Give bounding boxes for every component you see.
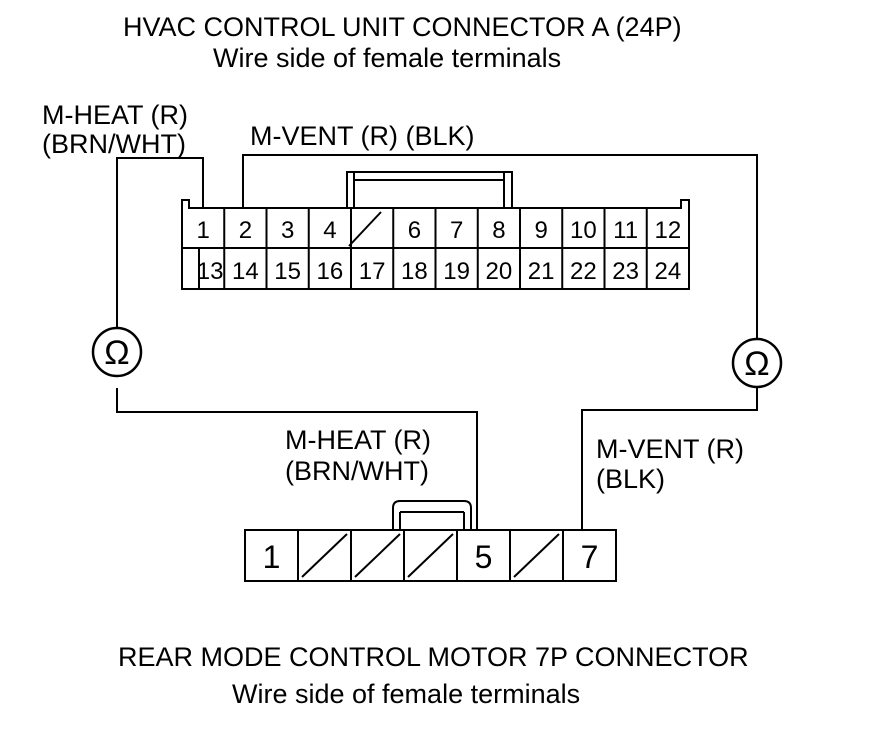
hvac-pin-label: 11: [613, 217, 638, 244]
hvac-pin-label: 13: [197, 258, 224, 285]
heat-wire-color-bottom: (BRN/WHT): [285, 456, 429, 486]
hvac-pin-label: 24: [655, 258, 682, 285]
hvac-bottom-pin-row: 13 14 15 16 17 18 19 20 21 22 23 24: [197, 258, 681, 285]
vent-wire-label-bottom: M-VENT (R): [596, 434, 744, 464]
motor-empty-slot-slash: [301, 533, 348, 578]
motor-pin-label: 7: [581, 539, 599, 575]
heat-wire: [116, 157, 478, 530]
hvac-pin-label: 3: [281, 217, 294, 244]
ohmmeter-icon: Ω: [104, 334, 129, 372]
ohmmeter-left: Ω: [91, 326, 143, 378]
wires: [116, 154, 758, 530]
ohmmeter-right: Ω: [731, 337, 783, 389]
heat-wire-label-top: M-HEAT (R): [42, 100, 188, 130]
hvac-pin-label: 10: [570, 217, 597, 244]
hvac-pin-label: 20: [486, 258, 513, 285]
hvac-connector-title: HVAC CONTROL UNIT CONNECTOR A (24P): [123, 12, 682, 42]
motor-connector-lock-tab: [392, 500, 472, 530]
hvac-pin-label: 1: [196, 217, 209, 244]
motor-pin-row: 1 5 7: [263, 539, 599, 575]
hvac-connector-subtitle: Wire side of female terminals: [213, 43, 561, 73]
motor-connector-body: [244, 529, 617, 582]
hvac-pin-label: 7: [450, 217, 463, 244]
hvac-pin-label: 16: [317, 258, 344, 285]
hvac-pin-label: 23: [612, 258, 639, 285]
vent-wire-label-top: M-VENT (R) (BLK): [250, 121, 475, 151]
hvac-pin-label: 8: [492, 217, 505, 244]
hvac-pin-label: 22: [570, 258, 597, 285]
motor-connector-title: REAR MODE CONTROL MOTOR 7P CONNECTOR: [118, 642, 749, 672]
hvac-empty-slot-slash: [348, 211, 382, 247]
hvac-connector-lock-tab: [346, 171, 513, 208]
ohmmeter-icon: Ω: [744, 345, 769, 383]
motor-connector-subtitle: Wire side of female terminals: [232, 679, 580, 709]
hvac-pin-label: 19: [443, 258, 470, 285]
motor-pin-label: 1: [263, 539, 281, 575]
vent-wire: [242, 154, 758, 530]
hvac-pin-label: 15: [274, 258, 301, 285]
hvac-pin-label: 17: [359, 258, 386, 285]
hvac-pin-label: 18: [401, 258, 428, 285]
hvac-pin-label: 4: [323, 217, 336, 244]
hvac-pin-label: 14: [232, 258, 259, 285]
motor-connector: [244, 500, 617, 582]
heat-wire-color-top: (BRN/WHT): [42, 129, 186, 159]
hvac-pin-label: 21: [528, 258, 555, 285]
hvac-pin-label: 12: [655, 217, 682, 244]
vent-wire-color-bottom: (BLK): [596, 464, 665, 494]
motor-empty-slot-slash: [354, 533, 401, 578]
hvac-connector: [181, 171, 690, 290]
hvac-pin-label: 6: [408, 217, 421, 244]
hvac-pin-label: 9: [534, 217, 547, 244]
motor-empty-slot-slash: [407, 533, 454, 578]
heat-wire-label-bottom: M-HEAT (R): [285, 425, 431, 455]
motor-empty-slot-slash: [513, 533, 560, 578]
hvac-pin-label: 2: [239, 217, 252, 244]
motor-pin-label: 5: [475, 539, 493, 575]
